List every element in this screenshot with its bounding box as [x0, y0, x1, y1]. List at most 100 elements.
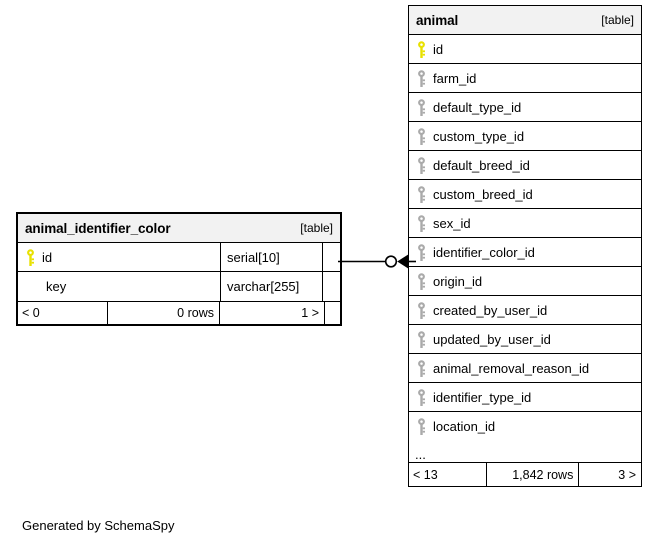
foreign-key-icon [418, 214, 425, 232]
pager-rowcount-label: 0 rows [177, 306, 214, 320]
pager-prev[interactable]: < 0 [18, 302, 107, 324]
column-name: sex_id [433, 215, 471, 231]
column-name-cell: origin_id [409, 267, 641, 295]
column-name-cell: default_type_id [409, 93, 641, 121]
entity-animal[interactable]: animal [table] id [408, 5, 642, 487]
primary-key-icon [27, 248, 34, 266]
column-name: key [46, 279, 67, 294]
relationship-port [322, 243, 340, 271]
entity-type-tag: [table] [300, 221, 333, 235]
column-name-cell: custom_breed_id [409, 180, 641, 208]
column-name-cell: updated_by_user_id [409, 325, 641, 353]
table-row[interactable]: default_breed_id [409, 151, 641, 180]
column-name-cell: sex_id [409, 209, 641, 237]
column-name-cell: custom_type_id [409, 122, 641, 150]
pager-next-label: 3 > [618, 467, 636, 482]
table-row[interactable]: sex_id [409, 209, 641, 238]
column-name: identifier_type_id [433, 389, 532, 405]
table-row[interactable]: default_type_id [409, 93, 641, 122]
column-name-cell: id [18, 243, 220, 271]
column-type-cell: serial[10] [220, 243, 322, 271]
column-type: serial[10] [227, 249, 280, 265]
foreign-key-icon [418, 301, 425, 319]
entity-pager: < 13 1,842 rows 3 > [409, 463, 641, 486]
entity-columns: id farm_id [409, 35, 641, 441]
column-name-cell: identifier_type_id [409, 383, 641, 411]
entity-title: animal [416, 12, 459, 28]
relationship-port [322, 272, 340, 301]
column-name: default_breed_id [433, 157, 530, 173]
foreign-key-icon [418, 272, 425, 290]
table-row[interactable]: farm_id [409, 64, 641, 93]
more-columns-label: ... [415, 447, 426, 462]
table-row[interactable]: location_id [409, 412, 641, 441]
pager-stub [324, 302, 340, 324]
column-name: created_by_user_id [433, 302, 548, 318]
pager-prev[interactable]: < 13 [409, 463, 486, 486]
relationship-connector [338, 254, 416, 269]
more-columns-indicator: ... [409, 441, 641, 463]
cardinality-many-icon [397, 254, 408, 269]
column-name-cell: location_id [409, 412, 641, 441]
column-name: custom_breed_id [433, 186, 533, 202]
column-name: updated_by_user_id [433, 331, 551, 347]
column-name-cell: identifier_color_id [409, 238, 641, 266]
foreign-key-icon [418, 127, 425, 145]
column-name-cell: created_by_user_id [409, 296, 641, 324]
foreign-key-icon [418, 69, 425, 87]
column-name-cell: farm_id [409, 64, 641, 92]
column-name-cell: animal_removal_reason_id [409, 354, 641, 382]
column-type-cell: varchar[255] [220, 272, 322, 301]
entity-header: animal_identifier_color [table] [18, 214, 340, 243]
column-name: id [433, 41, 444, 57]
table-row[interactable]: updated_by_user_id [409, 325, 641, 354]
table-row[interactable]: identifier_type_id [409, 383, 641, 412]
column-name: location_id [433, 419, 496, 434]
foreign-key-icon [418, 418, 425, 435]
generated-by-caption: Generated by SchemaSpy [22, 518, 175, 533]
pager-prev-label: < 13 [413, 467, 438, 482]
table-row-identifier-color-id[interactable]: identifier_color_id [409, 238, 641, 267]
pager-next-label: 1 > [301, 306, 319, 320]
entity-pager: < 0 0 rows 1 > [18, 301, 340, 324]
pager-rowcount-label: 1,842 rows [512, 467, 574, 482]
pager-prev-label: < 0 [22, 306, 40, 320]
table-row[interactable]: created_by_user_id [409, 296, 641, 325]
pager-next[interactable]: 3 > [578, 463, 641, 486]
foreign-key-icon [418, 243, 425, 261]
column-name: default_type_id [433, 99, 522, 115]
table-row[interactable]: custom_breed_id [409, 180, 641, 209]
primary-key-icon [418, 40, 425, 58]
column-name: id [42, 249, 53, 265]
pager-next[interactable]: 1 > [219, 302, 324, 324]
table-row[interactable]: custom_type_id [409, 122, 641, 151]
entity-title: animal_identifier_color [25, 220, 171, 236]
column-name: origin_id [433, 273, 483, 289]
table-row[interactable]: id [409, 35, 641, 64]
column-name-cell: id [409, 35, 641, 63]
table-row[interactable]: id serial[10] [18, 243, 340, 272]
foreign-key-icon [418, 156, 425, 174]
entity-animal-identifier-color[interactable]: animal_identifier_color [table] id seria… [16, 212, 342, 326]
entity-type-tag: [table] [601, 13, 634, 27]
column-name-cell: key [18, 272, 220, 301]
column-name: animal_removal_reason_id [433, 360, 590, 376]
column-name: custom_type_id [433, 128, 525, 144]
foreign-key-icon [418, 185, 425, 203]
table-row[interactable]: key varchar[255] [18, 272, 340, 301]
foreign-key-icon [418, 388, 425, 406]
entity-header: animal [table] [409, 6, 641, 35]
column-type: varchar[255] [227, 279, 300, 294]
foreign-key-icon [418, 330, 425, 348]
column-name-cell: default_breed_id [409, 151, 641, 179]
column-name: farm_id [433, 70, 477, 86]
table-row[interactable]: animal_removal_reason_id [409, 354, 641, 383]
entity-columns: id serial[10] key varchar[255] [18, 243, 340, 301]
table-row[interactable]: origin_id [409, 267, 641, 296]
column-name: identifier_color_id [433, 244, 535, 260]
foreign-key-icon [418, 359, 425, 377]
cardinality-zero-icon [384, 255, 398, 268]
pager-rowcount: 0 rows [107, 302, 219, 324]
foreign-key-icon [418, 98, 425, 116]
